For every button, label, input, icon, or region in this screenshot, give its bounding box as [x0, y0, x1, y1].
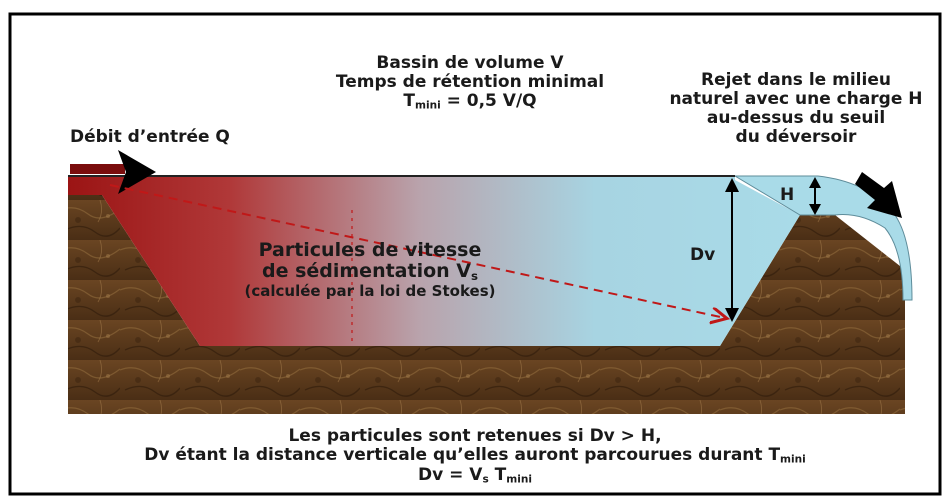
inlet-arrow-icon	[118, 150, 156, 194]
title-line2: Temps de rétention minimal	[335, 72, 605, 93]
outlet-arrow-icon	[855, 172, 902, 218]
soil-ground	[68, 195, 905, 414]
dv-label: Dv	[690, 245, 716, 265]
h-label: H	[780, 185, 795, 205]
title-line3: Tmini = 0,5 V/Q	[403, 91, 537, 112]
inlet-label: Débit d’entrée Q	[70, 127, 230, 147]
basin-water	[68, 176, 800, 346]
inlet-pipe	[70, 164, 125, 174]
outlet-label: Rejet dans le milieu naturel avec une ch…	[669, 70, 923, 148]
title-line1: Bassin de volume V	[376, 53, 564, 73]
caption: Les particules sont retenues si Dv > H, …	[144, 426, 806, 487]
title-block: Bassin de volume V Temps de rétention mi…	[320, 53, 620, 113]
particles-label: Particules de vitesse de sédimentation V…	[244, 239, 496, 301]
